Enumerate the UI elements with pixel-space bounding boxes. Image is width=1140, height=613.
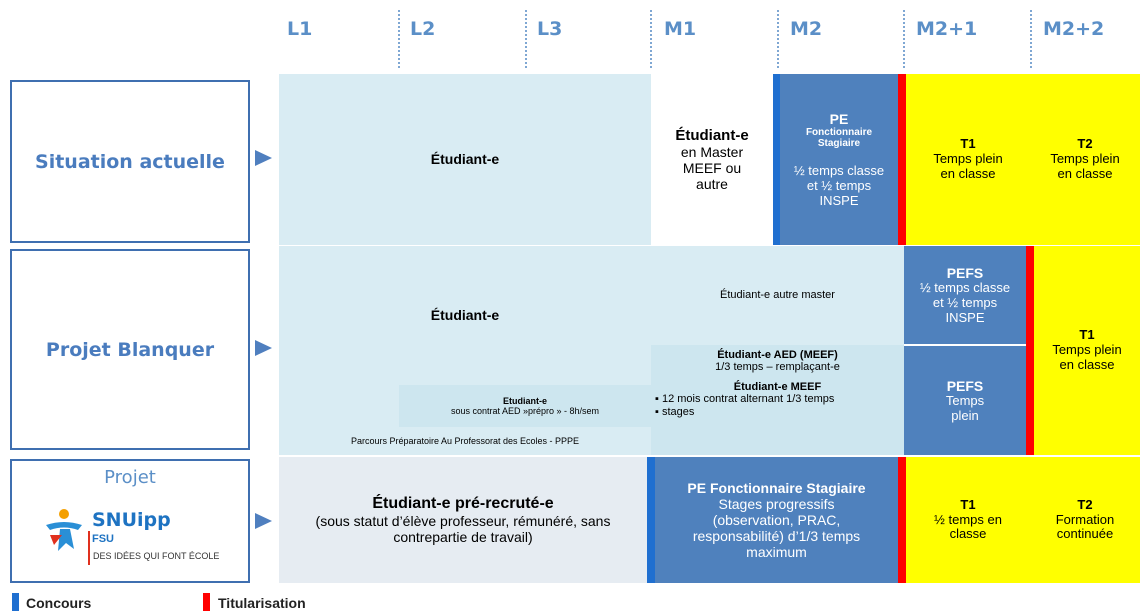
titularisation-marker <box>1026 246 1034 455</box>
logo-fsu: FSU <box>92 533 114 545</box>
cell-t2: T2 Temps plein en classe <box>1030 74 1140 245</box>
list-item: ▪ stages <box>655 406 695 419</box>
cell-title: Étudiant-e <box>430 151 500 168</box>
cell-title: Étudiant-e MEEF <box>733 381 822 393</box>
cell-title: Étudiant-e AED (MEEF) <box>717 349 838 361</box>
cell-t1: T1 Temps plein en classe <box>906 74 1030 245</box>
column-divider <box>777 10 779 68</box>
logo-tagline: DES IDÉES QUI FONT ÉCOLE <box>93 551 220 561</box>
cell-title: Étudiant-e <box>675 126 749 144</box>
legend-concours-label: Concours <box>26 595 92 611</box>
cell-t1: T1 Temps plein en classe <box>1034 246 1140 455</box>
cell-pefs-half: PEFS ½ temps classe et ½ temps INSPE <box>904 246 1026 344</box>
cell-text: ½ temps classe et ½ temps INSPE <box>919 279 1011 325</box>
cell-text: Temps plein en classe <box>933 151 1003 181</box>
cell-etudiant-m1: Étudiant-e en Master MEEF ou autre <box>651 74 773 245</box>
list-item: ▪ 12 mois contrat alternant 1/3 temps <box>655 393 835 405</box>
column-divider <box>650 10 652 68</box>
column-header-m2-plus-1: M2+1 <box>916 18 978 40</box>
column-header-l2: L2 <box>410 18 436 40</box>
cell-subtitle: Fonctionnaire Stagiaire <box>805 126 873 150</box>
arrow-right-icon <box>255 340 272 356</box>
column-header-m2: M2 <box>790 18 823 40</box>
cell-title: PE <box>829 110 849 127</box>
cell-pefs-full: PEFS Temps plein <box>904 346 1026 455</box>
cell-text: en Master MEEF ou autre <box>680 143 744 193</box>
meef-list: ▪ 12 mois contrat alternant 1/3 temps ▪ … <box>651 393 904 419</box>
snuipp-figure-icon <box>46 509 82 551</box>
cell-pe-stagiaire: PE Fonctionnaire Stagiaire ½ temps class… <box>780 74 898 245</box>
row-label-text: Projet <box>104 467 156 488</box>
cell-aed-meef: Étudiant-e AED (MEEF) 1/3 temps – rempla… <box>651 345 904 455</box>
cell-contrat-aed: Etudiant-e sous contrat AED »prépro » - … <box>399 385 651 427</box>
row-label-snuipp: Projet SNUipp FSU DES IDÉES QUI FONT ÉCO… <box>10 459 250 583</box>
column-header-m1: M1 <box>664 18 697 40</box>
cell-title: PEFS <box>946 264 984 281</box>
cell-text: Formation continuée <box>1055 511 1115 542</box>
cell-etudiant-licence: Étudiant-e <box>279 246 651 385</box>
legend-titularisation-label: Titularisation <box>218 595 306 611</box>
cell-title: T1 <box>1079 327 1095 343</box>
cell-autre-master: Étudiant-e autre master <box>651 246 904 345</box>
cell-title: Etudiant-e <box>503 395 547 406</box>
cell-text: Temps plein en classe <box>1050 151 1120 181</box>
cell-text: sous contrat AED »prépro » - 8h/sem <box>450 406 600 416</box>
cell-title: T1 <box>960 136 976 152</box>
cell-text: Parcours Préparatoire Au Professorat des… <box>350 435 580 446</box>
cell-text: Temps plein <box>945 392 985 423</box>
titularisation-marker <box>898 74 906 245</box>
legend-concours-swatch <box>12 593 19 611</box>
cell-t1: T1 ½ temps en classe <box>906 457 1030 583</box>
cell-text: 1/3 temps – remplaçant-e <box>715 361 840 373</box>
column-header-m2-plus-2: M2+2 <box>1043 18 1105 40</box>
filler <box>279 385 399 427</box>
row-label-text: Projet Blanquer <box>45 338 215 361</box>
cell-text: Stages progressifs (observation, PRAC, r… <box>692 495 861 561</box>
column-divider <box>903 10 905 68</box>
row-label-blanquer: Projet Blanquer <box>10 249 250 450</box>
arrow-right-icon <box>255 513 272 529</box>
concours-marker <box>773 74 780 245</box>
cell-t2: T2 Formation continuée <box>1030 457 1140 583</box>
cell-text: ½ temps en classe <box>934 511 1002 542</box>
logo-name: SNUipp <box>92 509 171 531</box>
titularisation-marker <box>898 457 906 583</box>
cell-title: Étudiant-e pré-recruté-e <box>372 494 554 512</box>
column-divider <box>1030 10 1032 68</box>
cell-text: ½ temps classe et ½ temps INSPE <box>793 162 885 208</box>
column-header-l1: L1 <box>287 18 313 40</box>
cell-etudiant-licence: Étudiant-e <box>279 74 651 245</box>
cell-pe-stagiaire: PE Fonctionnaire Stagiaire Stages progre… <box>655 457 898 583</box>
snuipp-logo: SNUipp FSU DES IDÉES QUI FONT ÉCOLE <box>40 505 220 575</box>
row-label-text: Situation actuelle <box>35 150 225 173</box>
legend-titularisation-swatch <box>203 593 210 611</box>
cell-title: T1 <box>960 496 976 512</box>
cell-pppe: Parcours Préparatoire Au Professorat des… <box>279 427 651 455</box>
concours-marker <box>647 457 655 583</box>
cell-text: Temps plein en classe <box>1052 342 1122 372</box>
cell-title: T2 <box>1077 496 1093 512</box>
column-header-l3: L3 <box>537 18 563 40</box>
logo-divider <box>88 531 90 565</box>
column-divider <box>398 10 400 68</box>
cell-title: PE Fonctionnaire Stagiaire <box>687 479 866 496</box>
list-item-text: 12 mois contrat alternant 1/3 temps <box>661 393 835 405</box>
cell-text: (sous statut d’élève professeur, rémunér… <box>315 513 611 546</box>
cell-title: T2 <box>1077 136 1093 152</box>
column-divider <box>525 10 527 68</box>
row-label-situation: Situation actuelle <box>10 80 250 243</box>
cell-title: Étudiant-e <box>430 307 500 324</box>
arrow-right-icon <box>255 150 272 166</box>
cell-pre-recrute: Étudiant-e pré-recruté-e (sous statut d’… <box>279 457 647 583</box>
cell-text: Étudiant-e autre master <box>720 289 835 302</box>
cell-title: PEFS <box>946 377 984 394</box>
list-item-text: stages <box>661 406 695 419</box>
